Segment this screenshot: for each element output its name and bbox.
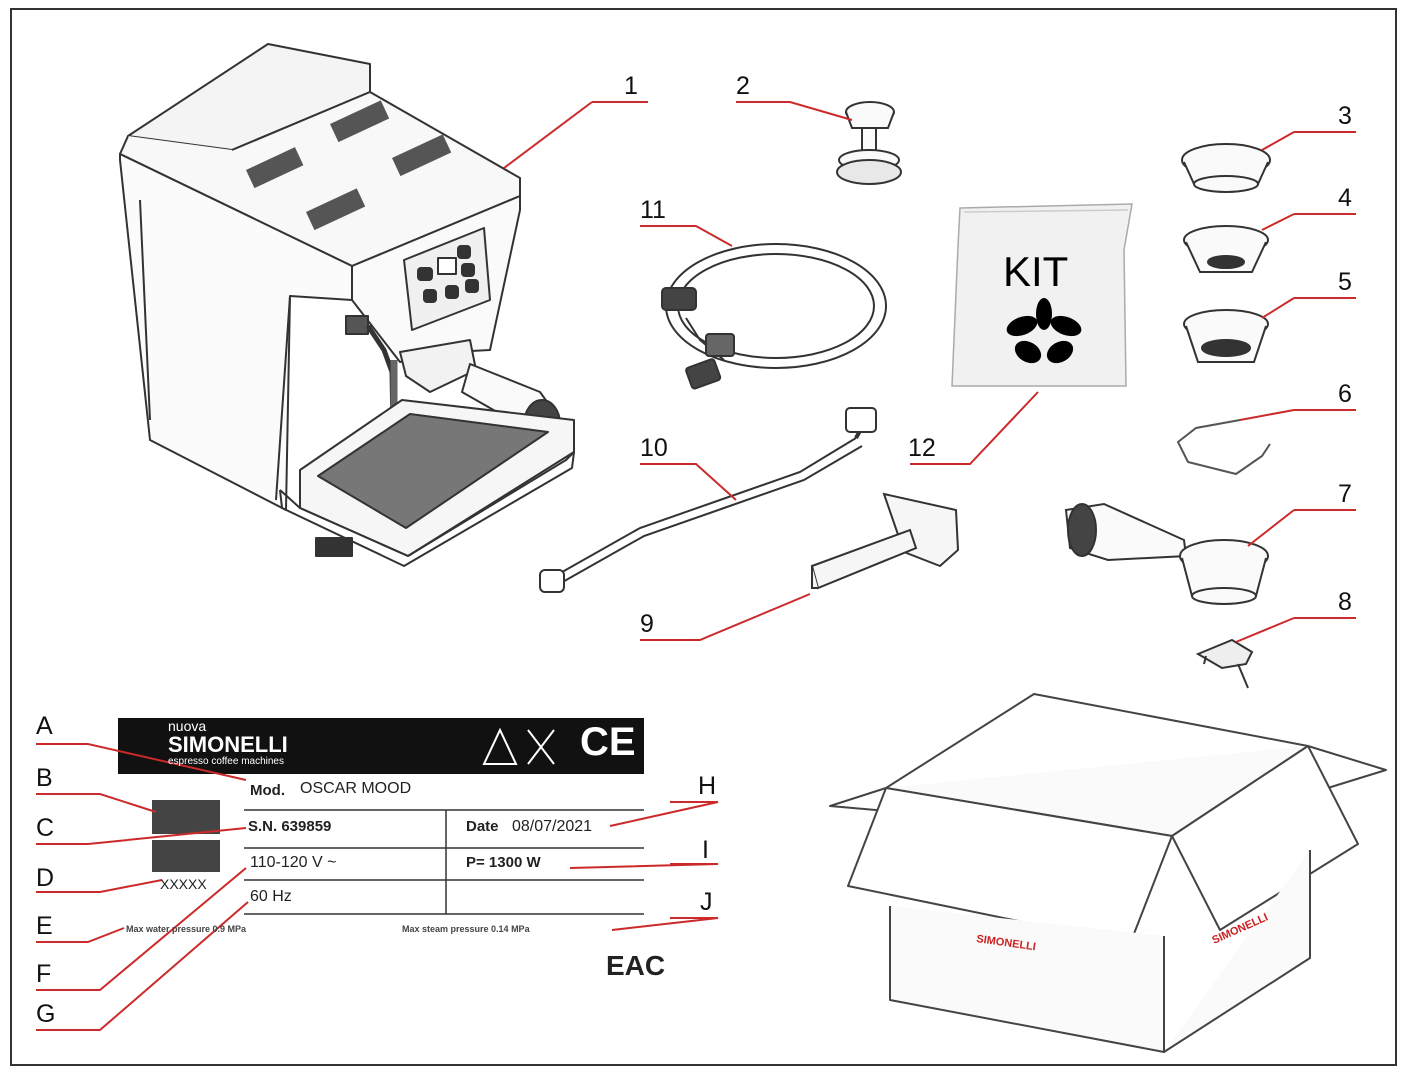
callout-G: G <box>36 1000 56 1028</box>
callout-9: 9 <box>640 610 654 638</box>
plate-xxxxx: XXXXX <box>160 876 207 892</box>
kit-flower-icon <box>1006 298 1082 364</box>
callout-11: 11 <box>640 196 666 224</box>
plate-max-steam: Max steam pressure 0.14 MPa <box>402 924 530 934</box>
callout-E: E <box>36 912 53 940</box>
callout-8: 8 <box>1338 588 1352 616</box>
plate-voltage: 110-120 V ~ <box>250 854 337 871</box>
single-filter-basket <box>1183 225 1269 273</box>
callout-5: 5 <box>1338 268 1352 296</box>
leader-C <box>36 827 247 845</box>
leader-lines <box>36 101 1356 1031</box>
plate-brand-top: nuova <box>168 718 207 734</box>
leader-5 <box>1261 297 1356 319</box>
callout-7: 7 <box>1338 480 1352 508</box>
callout-C: C <box>36 814 55 842</box>
leader-8 <box>1235 617 1356 643</box>
callout-6: 6 <box>1338 380 1352 408</box>
callout-2: 2 <box>736 72 750 100</box>
plate-symbols <box>482 727 555 765</box>
kit-bag <box>951 203 1133 387</box>
leader-G <box>36 901 249 1031</box>
callout-J: J <box>700 888 713 916</box>
plate-brand-sub: espresso coffee machines <box>168 756 284 767</box>
callout-4: 4 <box>1338 184 1352 212</box>
leader-A <box>36 743 247 781</box>
coiled-hose <box>661 243 887 390</box>
leader-12 <box>910 391 1039 465</box>
leader-D <box>36 879 163 893</box>
callout-A: A <box>36 712 53 740</box>
callout-10: 10 <box>640 434 668 462</box>
leader-6 <box>1239 409 1356 421</box>
plate-max-water: Max water pressure 0.9 MPa <box>126 924 247 934</box>
leader-I <box>569 863 719 869</box>
plate-power: P= 1300 W <box>466 854 541 871</box>
callout-1: 1 <box>624 72 638 100</box>
cleaning-tool <box>810 492 960 590</box>
figure-frame <box>10 8 1397 1066</box>
spout <box>1195 638 1254 689</box>
plate-eac-mark: EAC <box>606 950 666 981</box>
leader-H <box>609 801 719 827</box>
leader-J <box>611 917 719 931</box>
leader-F <box>36 867 247 991</box>
qr-codes <box>152 800 220 872</box>
plate-frequency: 60 Hz <box>250 888 292 905</box>
plate-date-key: Date <box>466 818 499 835</box>
plate-serial: S.N. 639859 <box>248 818 332 835</box>
callout-D: D <box>36 864 55 892</box>
leader-4 <box>1261 213 1356 231</box>
leader-2 <box>736 101 853 121</box>
leader-1 <box>503 101 648 169</box>
callout-B: B <box>36 764 53 792</box>
plate-mod-key: Mod. <box>250 782 285 799</box>
plate-mod-value: OSCAR MOOD <box>300 780 412 797</box>
kit-label: KIT <box>1003 248 1069 295</box>
leader-9 <box>640 593 811 641</box>
leader-E <box>36 927 125 943</box>
plate-date-value: 08/07/2021 <box>512 818 593 835</box>
callout-H: H <box>698 772 717 800</box>
double-filter-basket <box>1183 309 1269 363</box>
drain-hose <box>539 407 877 593</box>
portafilter <box>1064 502 1269 605</box>
leader-3 <box>1261 131 1356 151</box>
shipping-box: SIMONELLI SIMONELLI <box>829 693 1387 1053</box>
plate-brand-name: SIMONELLI <box>168 732 288 757</box>
filter-spring <box>1176 419 1271 476</box>
ce-mark: CE <box>580 720 636 764</box>
leader-B <box>36 793 157 813</box>
callout-3: 3 <box>1338 102 1352 130</box>
filter-ring <box>1181 143 1271 193</box>
callout-I: I <box>702 836 709 864</box>
callout-12: 12 <box>908 434 936 462</box>
leader-11 <box>640 225 733 247</box>
espresso-machine <box>119 43 575 567</box>
tamper <box>836 101 902 185</box>
rating-plate <box>118 718 644 915</box>
leader-7 <box>1247 509 1356 547</box>
callout-F: F <box>36 960 52 988</box>
leader-10 <box>640 463 737 501</box>
